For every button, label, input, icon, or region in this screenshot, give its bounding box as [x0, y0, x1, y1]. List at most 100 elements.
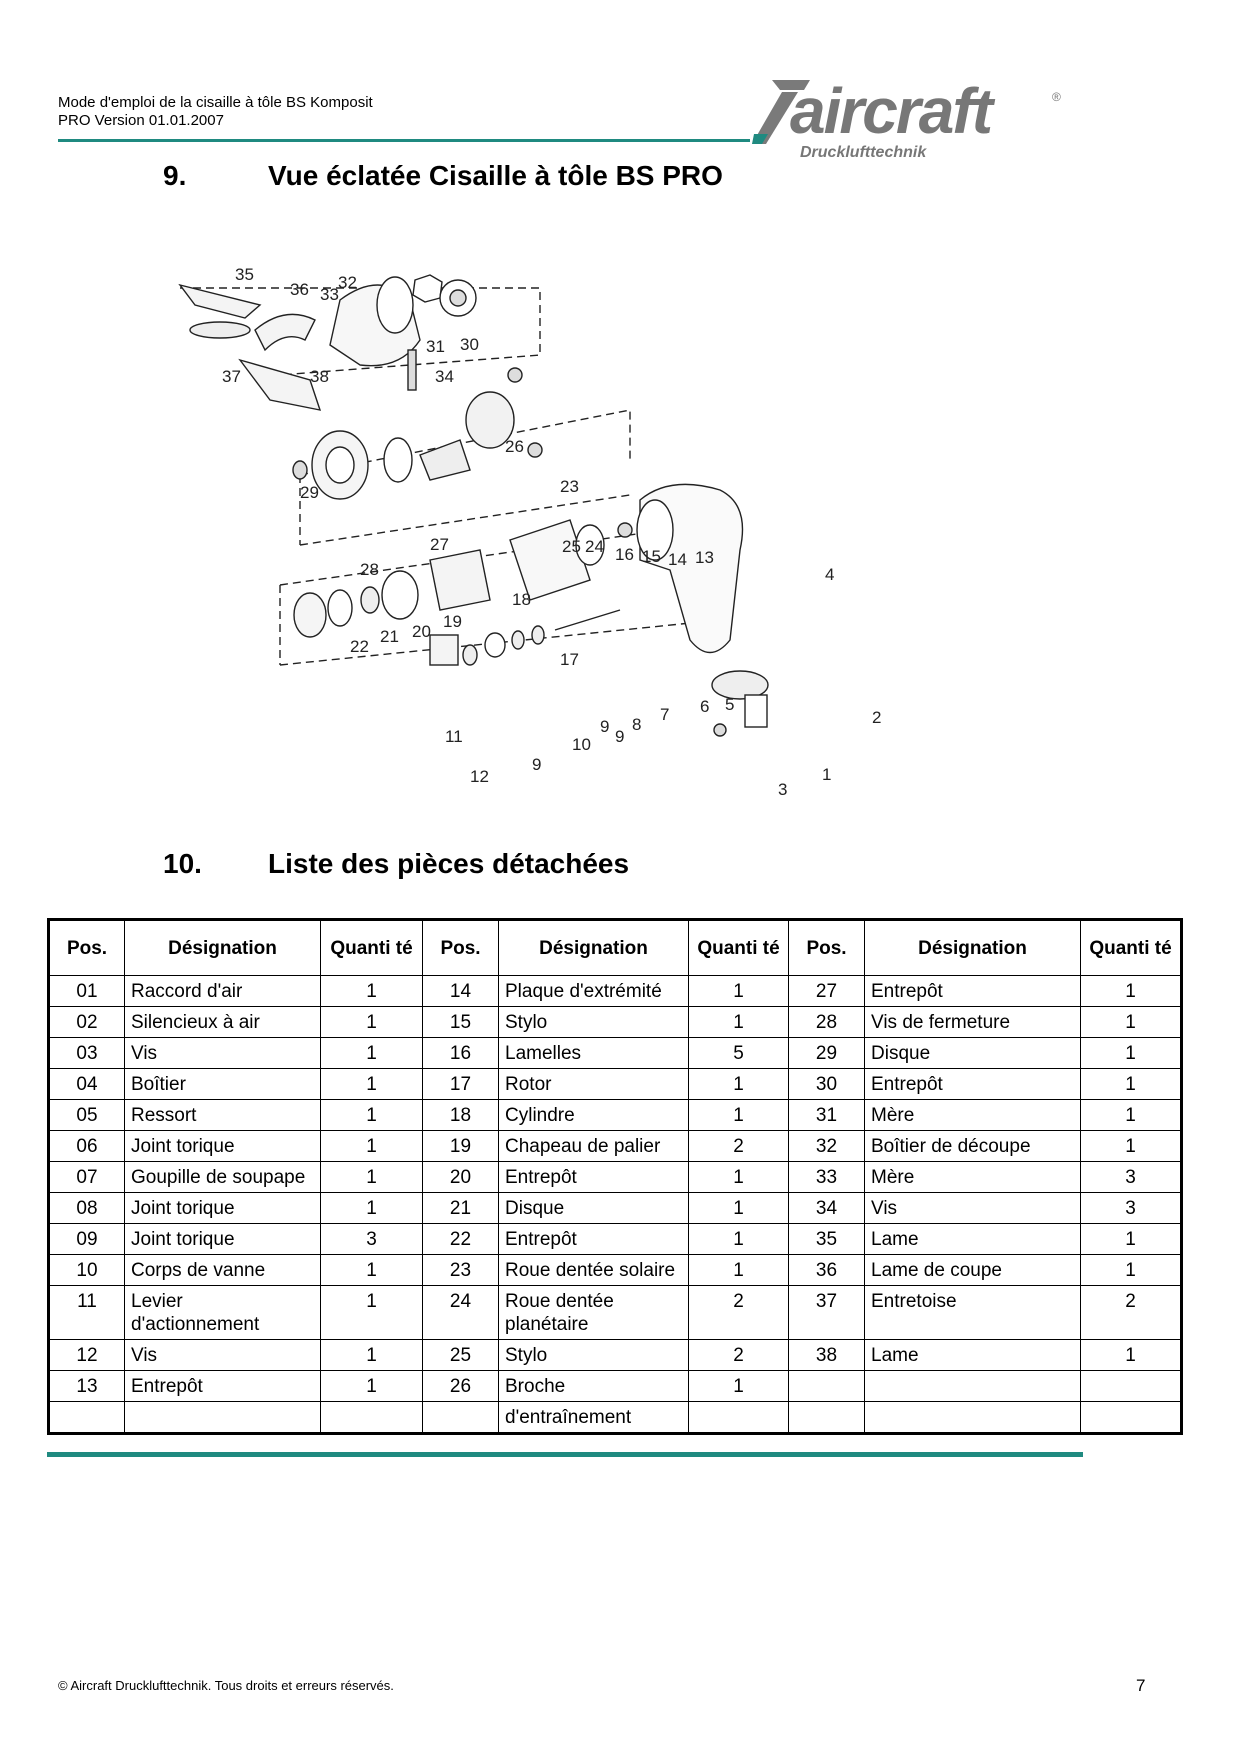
diagram-label: 1: [822, 765, 831, 784]
pos-cell: 17: [422, 1068, 499, 1100]
pos-cell: 10: [48, 1254, 125, 1286]
pos-cell: 16: [422, 1037, 499, 1069]
diagram-label: 9: [600, 717, 609, 736]
pos-cell: 28: [788, 1006, 865, 1038]
diagram-label: 29: [300, 483, 319, 502]
quantity-cell: 1: [320, 1068, 423, 1100]
pos-cell: 15: [422, 1006, 499, 1038]
quantity-cell: 2: [688, 1339, 789, 1371]
quantity-cell: 1: [320, 1006, 423, 1038]
designation-cell: Plaque d'extrémité: [498, 975, 689, 1007]
pos-cell: 14: [422, 975, 499, 1007]
diagram-label: 9: [615, 727, 624, 746]
pos-cell: 08: [48, 1192, 125, 1224]
pos-cell: 34: [788, 1192, 865, 1224]
quantity-cell: 1: [688, 1006, 789, 1038]
pos-cell: 32: [788, 1130, 865, 1162]
section-10-title: Liste des pièces détachées: [268, 848, 630, 879]
designation-cell: Boîtier de découpe: [864, 1130, 1081, 1162]
designation-cell: Mère: [864, 1161, 1081, 1193]
diagram-label: 11: [445, 727, 463, 746]
pos-cell: 11: [48, 1285, 125, 1340]
designation-cell: Goupille de soupape: [124, 1161, 321, 1193]
designation-cell: Roue dentée solaire: [498, 1254, 689, 1286]
quantity-cell: 1: [320, 1285, 423, 1340]
designation-cell: Broche: [498, 1370, 689, 1402]
designation-cell: Ressort: [124, 1099, 321, 1131]
diagram-label: 26: [505, 437, 524, 456]
diagram-label: 12: [470, 767, 489, 786]
quantity-cell: 1: [688, 1068, 789, 1100]
diagram-label: 23: [560, 477, 579, 496]
diagram-label: 10: [572, 735, 591, 754]
diagram-label: 16: [615, 545, 634, 564]
pos-cell: 02: [48, 1006, 125, 1038]
designation-cell: Silencieux à air: [124, 1006, 321, 1038]
pos-cell: 03: [48, 1037, 125, 1069]
designation-cell: [124, 1401, 321, 1434]
designation-cell: [864, 1370, 1081, 1402]
quantity-cell: 1: [320, 1339, 423, 1371]
diagram-label: 33: [320, 285, 339, 304]
designation-cell: Cylindre: [498, 1099, 689, 1131]
designation-cell: Entrepôt: [124, 1370, 321, 1402]
pos-cell: 24: [422, 1285, 499, 1340]
pos-cell: 26: [422, 1370, 499, 1402]
diagram-label: 7: [660, 705, 669, 724]
section-9-number: 9.: [163, 160, 187, 191]
pos-cell: 19: [422, 1130, 499, 1162]
designation-cell: Vis: [864, 1192, 1081, 1224]
pos-cell: 13: [48, 1370, 125, 1402]
diagram-label: 6: [700, 697, 709, 716]
page-number: 7: [1136, 1676, 1146, 1695]
pos-cell: [48, 1401, 125, 1434]
quantity-cell: 3: [1080, 1192, 1182, 1224]
header-line-2: PRO Version 01.01.2007: [58, 112, 224, 129]
pos-cell: 04: [48, 1068, 125, 1100]
pos-cell: 29: [788, 1037, 865, 1069]
designation-cell: Rotor: [498, 1068, 689, 1100]
designation-cell: Raccord d'air: [124, 975, 321, 1007]
diagram-label: 9: [532, 755, 541, 774]
quantity-cell: [1080, 1370, 1182, 1402]
diagram-label: 15: [642, 547, 661, 566]
quantity-cell: 3: [320, 1223, 423, 1255]
quantity-cell: 1: [1080, 1037, 1182, 1069]
pos-cell: 22: [422, 1223, 499, 1255]
quantity-cell: 1: [1080, 1068, 1182, 1100]
aircraft-logo: aircraft ® Drucklufttechnik: [752, 75, 1072, 162]
diagram-label: 8: [632, 715, 641, 734]
col-header-pos: Pos.: [48, 919, 125, 976]
section-10-number: 10.: [163, 848, 202, 879]
table-row: d'entraînement: [48, 1401, 1182, 1434]
quantity-cell: 1: [688, 975, 789, 1007]
header-text: Mode d'emploi de la cisaille à tôle BS K…: [58, 94, 373, 130]
quantity-cell: 1: [1080, 1254, 1182, 1286]
diagram-label: 20: [412, 622, 431, 641]
col-header-designation: Désignation: [498, 919, 689, 976]
diagram-label: 36: [290, 280, 309, 299]
designation-cell: Vis: [124, 1037, 321, 1069]
quantity-cell: 1: [1080, 1339, 1182, 1371]
designation-cell: Mère: [864, 1099, 1081, 1131]
designation-cell: [864, 1401, 1081, 1434]
header-line-1: Mode d'emploi de la cisaille à tôle BS K…: [58, 94, 373, 111]
logo-mark-icon: [752, 80, 810, 144]
quantity-cell: 1: [1080, 1099, 1182, 1131]
pos-cell: 36: [788, 1254, 865, 1286]
pos-cell: 23: [422, 1254, 499, 1286]
designation-cell: Levier d'actionnement: [124, 1285, 321, 1340]
designation-cell: Entrepôt: [498, 1161, 689, 1193]
quantity-cell: 1: [1080, 1006, 1182, 1038]
quantity-cell: 1: [320, 1037, 423, 1069]
quantity-cell: 1: [320, 1099, 423, 1131]
designation-cell: Entrepôt: [864, 975, 1081, 1007]
